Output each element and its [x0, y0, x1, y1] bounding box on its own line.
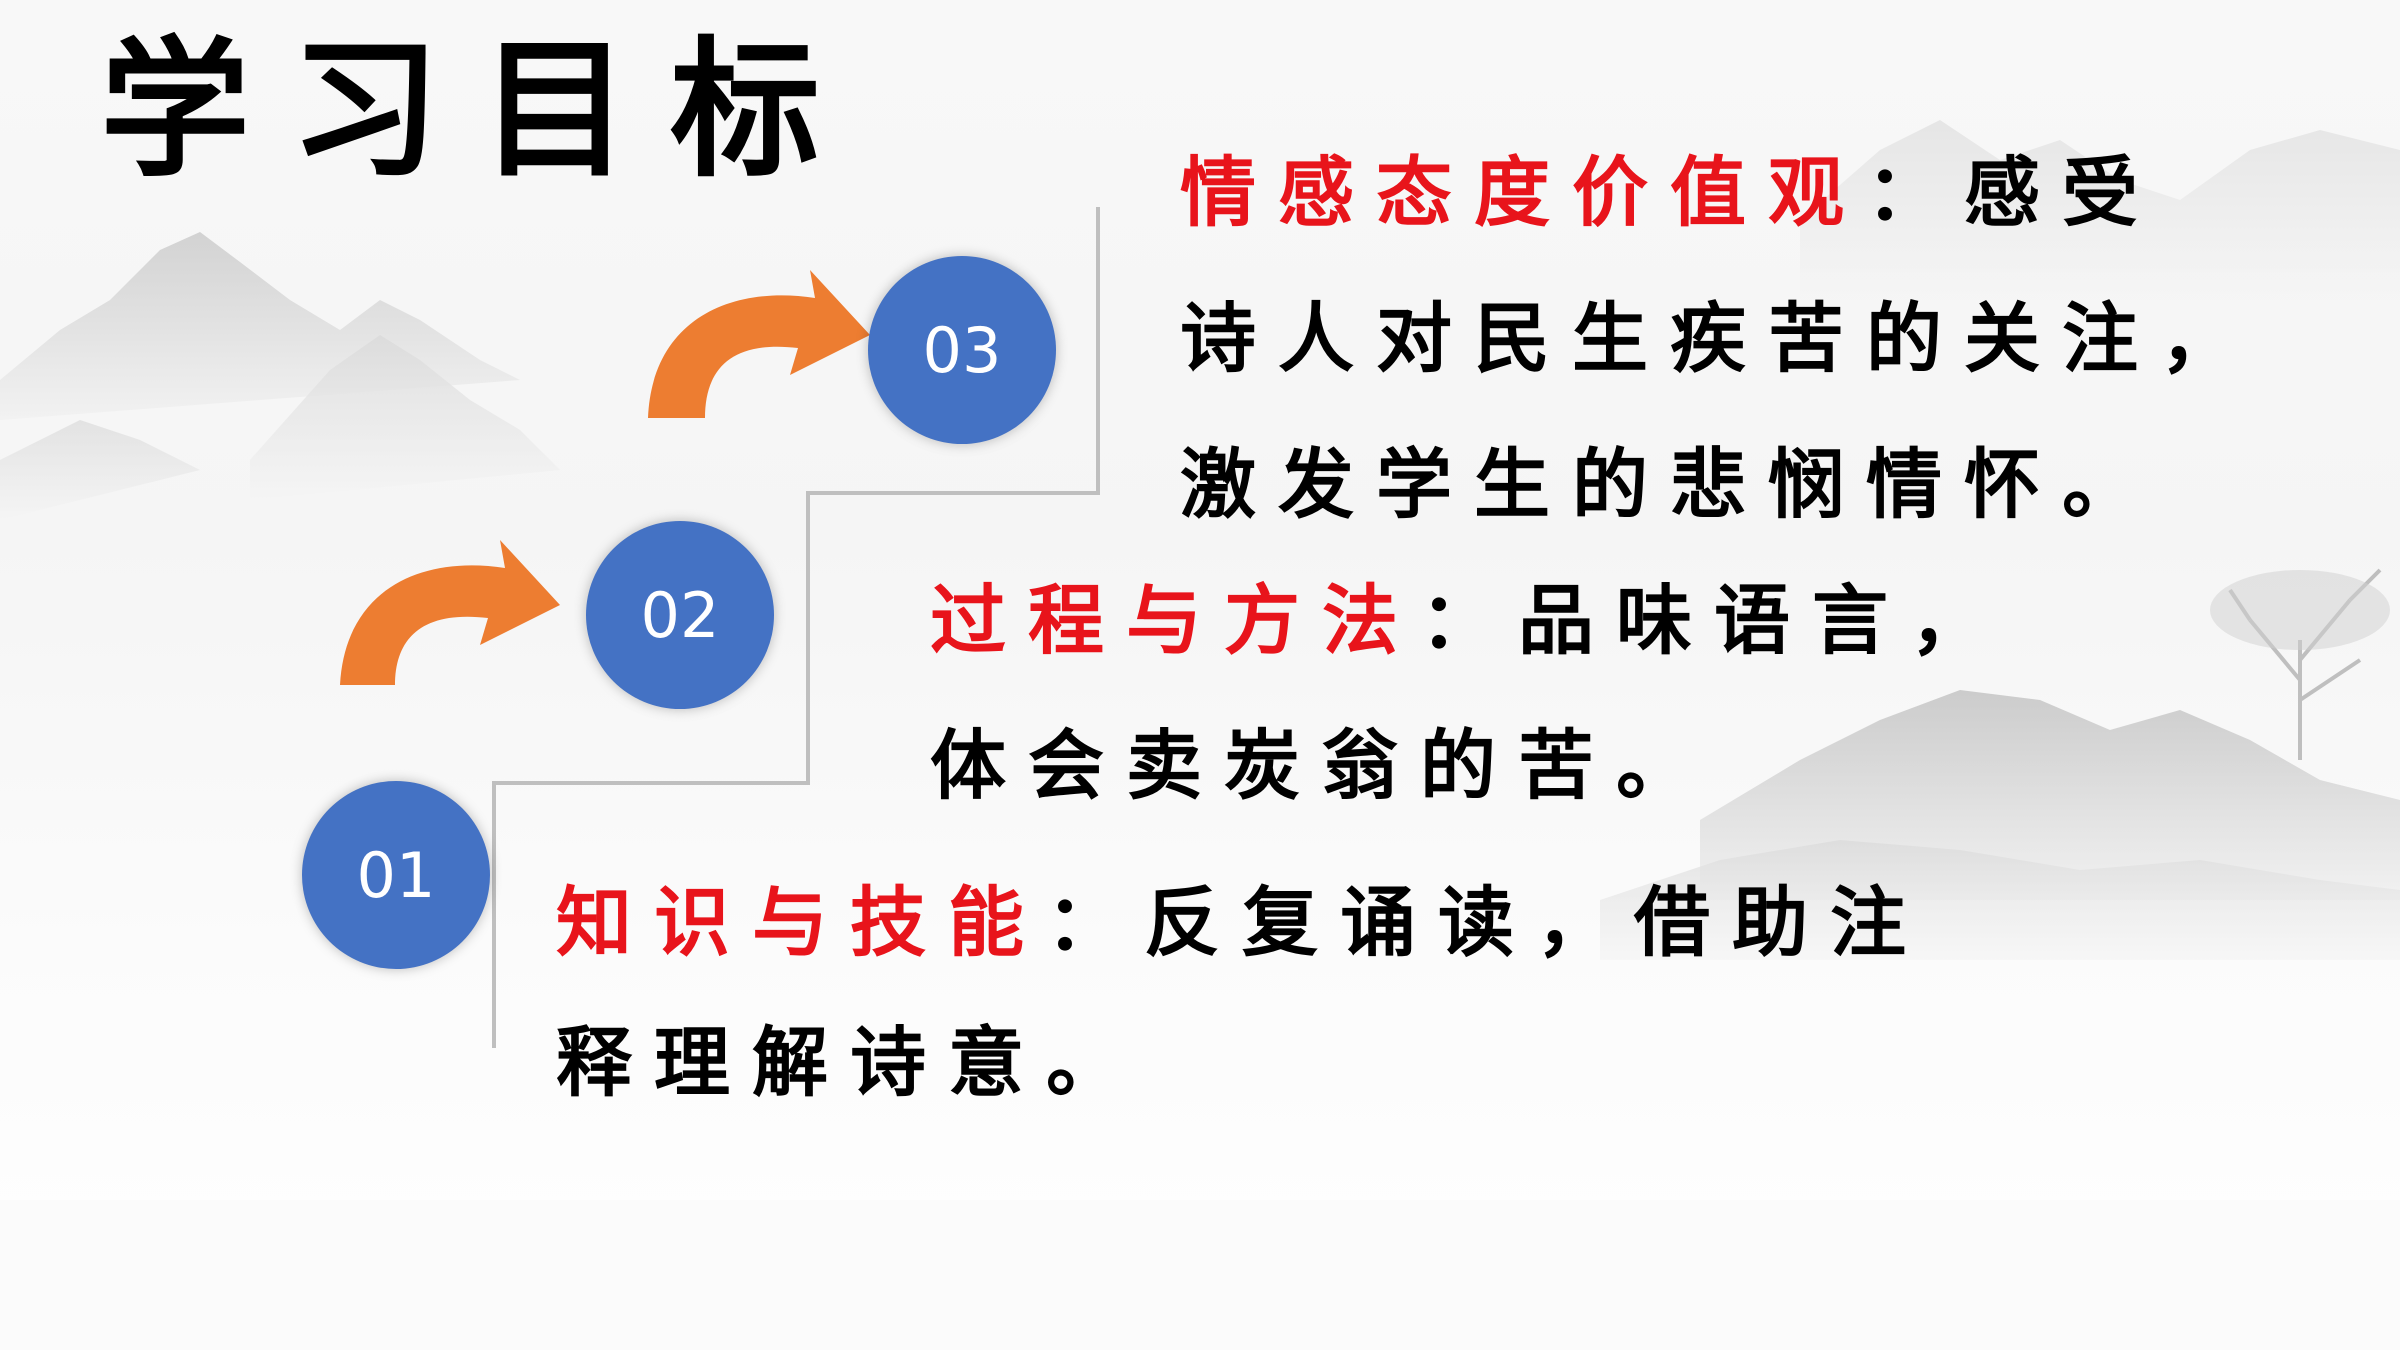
- objective-line: 情感态度价值观：感受: [1180, 120, 2300, 266]
- objective-label: 情感态度价值观: [1180, 148, 1866, 237]
- objective-line: 知识与技能：反复诵读，借助注: [556, 853, 2096, 993]
- step-03-circle: 03: [868, 256, 1056, 444]
- step-number: 03: [922, 313, 1002, 387]
- step-number: 01: [356, 838, 436, 912]
- objective-emotion: 情感态度价值观：感受 诗人对民生疾苦的关注， 激发学生的悲悯情怀。: [1180, 120, 2300, 558]
- objective-label: 过程与方法: [930, 576, 1420, 665]
- objective-text: 激发学生的悲悯情怀。: [1180, 440, 2160, 529]
- arrow-step-1-icon: [340, 540, 560, 685]
- objective-text: 体会卖炭翁的苦。: [930, 721, 1714, 810]
- page-title: 学习目标: [100, 22, 861, 198]
- objective-line: 过程与方法：品味语言，: [930, 548, 2030, 693]
- objective-process: 过程与方法：品味语言， 体会卖炭翁的苦。: [930, 548, 2030, 838]
- objective-label: 知识与技能: [556, 878, 1046, 967]
- objective-text: 诗人对民生疾苦的关注，: [1180, 294, 2258, 383]
- objective-text: 释理解诗意。: [556, 1018, 1144, 1107]
- objective-colon: ：: [1046, 878, 1144, 967]
- objective-text: 反复诵读，借助注: [1144, 878, 1928, 967]
- objective-text: 感受: [1964, 148, 2160, 237]
- step-01-circle: 01: [302, 781, 490, 969]
- arrow-step-2-icon: [648, 270, 870, 418]
- step-02-circle: 02: [586, 521, 774, 709]
- step-number: 02: [640, 578, 720, 652]
- objective-colon: ：: [1420, 576, 1518, 665]
- objective-knowledge: 知识与技能：反复诵读，借助注 释理解诗意。: [556, 853, 2096, 1133]
- objective-text: 品味语言，: [1518, 576, 2008, 665]
- stair-line: [492, 207, 1100, 1048]
- objective-colon: ：: [1866, 148, 1964, 237]
